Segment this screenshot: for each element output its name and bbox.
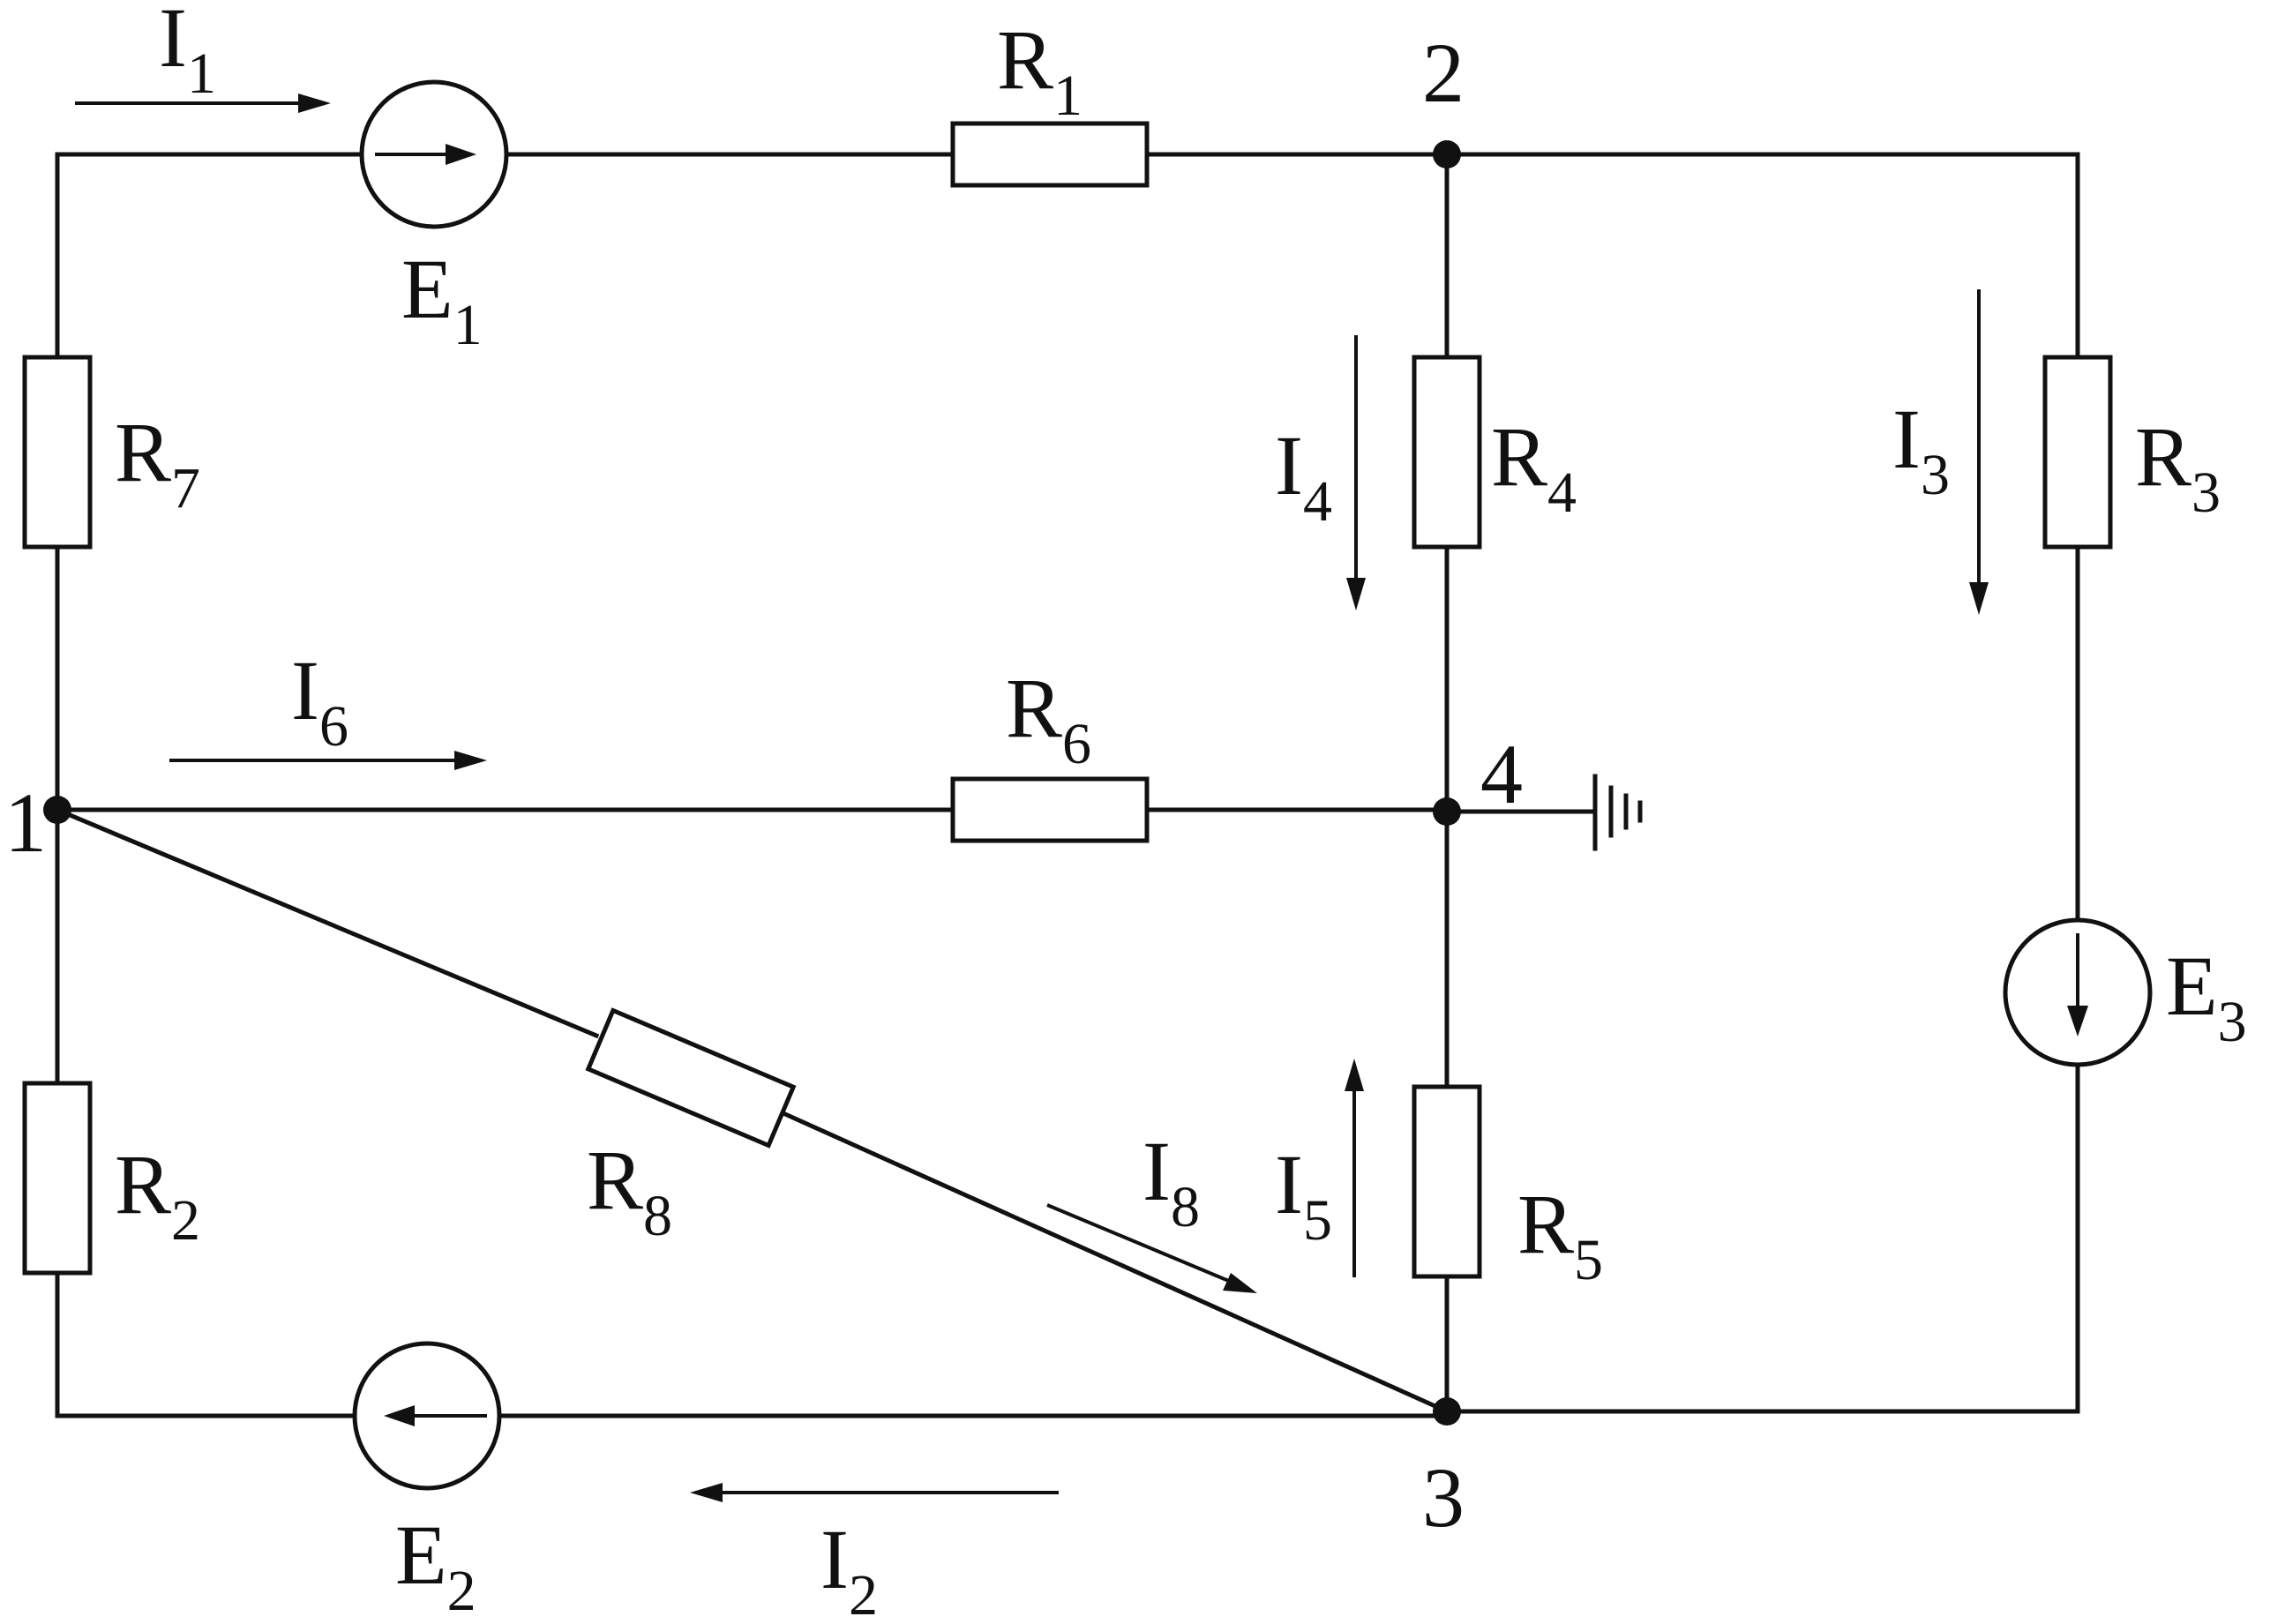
arrow-i5 (1345, 1059, 1364, 1277)
arrow-i1 (75, 94, 331, 113)
resistor-r4 (1412, 355, 1482, 550)
arrow-i6 (169, 751, 487, 770)
node-dot-icon-1 (43, 796, 71, 824)
node-dot-icon-2 (1433, 140, 1461, 168)
label-node-3: 3 (1422, 1450, 1465, 1545)
node-dot-icon-4 (1433, 797, 1461, 826)
voltage-source-icon-e2 (352, 1341, 502, 1491)
resistor-r3 (2042, 355, 2113, 550)
arrow-i4 (1346, 335, 1366, 610)
label-i1: I1 (159, 0, 216, 106)
node-dot-icon-3 (1433, 1397, 1461, 1426)
voltage-sources (352, 79, 2153, 1491)
resistor-r5 (1412, 1084, 1482, 1279)
label-e1: E1 (401, 242, 483, 357)
label-r6: R6 (1006, 661, 1091, 776)
resistor-r6 (950, 776, 1150, 843)
label-node-2: 2 (1422, 26, 1465, 120)
current-arrows (75, 94, 1989, 1502)
voltage-source-icon-e3 (2003, 917, 2153, 1067)
label-r4: R4 (1491, 409, 1577, 525)
ground-icon (1592, 774, 1643, 851)
label-r8: R8 (587, 1133, 672, 1248)
label-r2: R2 (115, 1137, 200, 1253)
label-node-1: 1 (4, 775, 47, 870)
label-r1: R1 (997, 12, 1083, 128)
node-dots (43, 140, 1461, 1426)
voltage-source-icon-e1 (359, 79, 509, 229)
resistor-r8 (585, 1007, 797, 1149)
label-i6: I6 (291, 643, 348, 759)
label-e2: E2 (395, 1508, 476, 1623)
arrow-i3 (1969, 289, 1989, 615)
label-i8: I8 (1142, 1124, 1200, 1239)
label-r7: R7 (115, 405, 200, 520)
wire-r8-left (54, 806, 600, 1039)
wires (54, 152, 2080, 1418)
resistor-r2 (22, 1081, 93, 1276)
wire-r8-right (782, 1111, 1450, 1415)
resistors (22, 121, 2113, 1279)
arrow-i8 (1046, 1203, 1257, 1293)
label-e3: E3 (2166, 939, 2247, 1054)
labels: I1 I6 I2 I4 I3 I5 I8 R1 R6 R7 R2 R4 R3 R… (4, 0, 2247, 1624)
resistor-r7 (22, 355, 93, 550)
label-i4: I4 (1275, 418, 1332, 534)
label-r5: R5 (1517, 1177, 1603, 1292)
label-r3: R3 (2135, 409, 2221, 525)
arrow-i2 (690, 1483, 1059, 1502)
label-i5: I5 (1275, 1137, 1332, 1253)
label-i3: I3 (1892, 392, 1950, 507)
label-node-4: 4 (1480, 727, 1523, 821)
resistor-r1 (950, 121, 1150, 188)
label-i2: I2 (820, 1512, 878, 1624)
